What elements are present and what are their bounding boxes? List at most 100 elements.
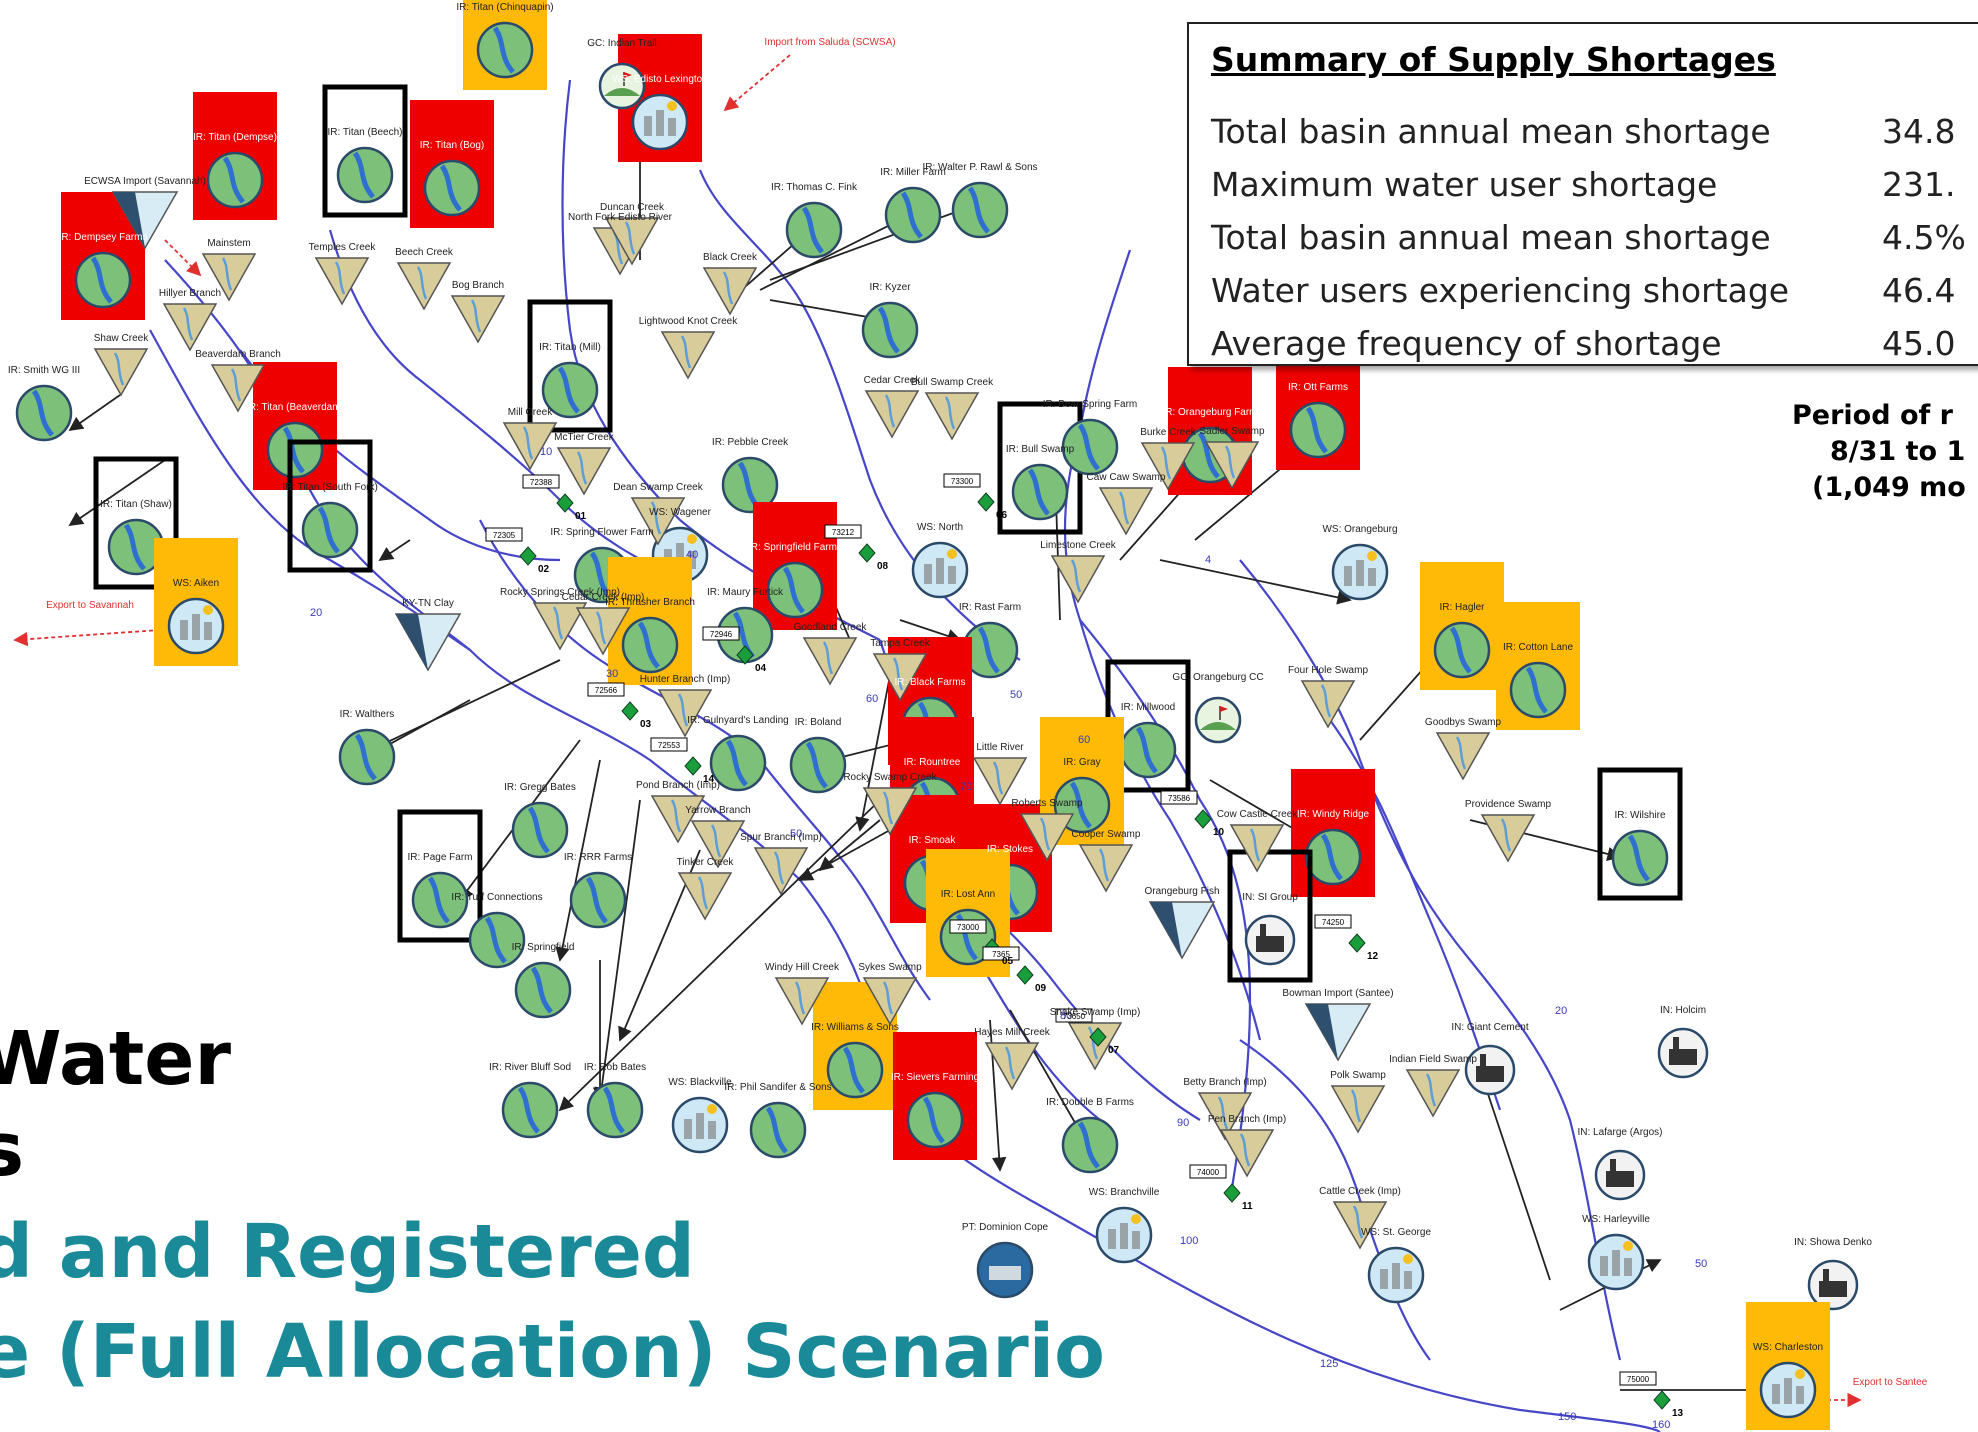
- ir-icon: [1597, 767, 1683, 901]
- river-reach: [479, 519, 761, 761]
- ir-icon: [586, 1081, 644, 1139]
- tributary-inflow-icon: [93, 348, 149, 397]
- tributary-label: Sykes Swamp: [858, 962, 922, 973]
- node-label: IR: Titan (Chinquapin): [456, 2, 553, 13]
- title-line-2: s: [0, 1107, 25, 1193]
- summary-heading: Summary of Supply Shortages: [1211, 40, 1776, 79]
- river-mile-label: 60: [866, 693, 878, 705]
- tributary-label: McTier Creek: [554, 432, 615, 443]
- gauge-number: 11: [1242, 1201, 1253, 1212]
- node-label: IR: Springfield: [512, 942, 575, 953]
- tributary-inflow-icon: [575, 607, 631, 656]
- import-icon: [394, 613, 462, 672]
- tributary-label: Goodbys Swamp: [1425, 717, 1502, 728]
- river-reach: [1239, 1039, 1431, 1361]
- tributary-label: Mainstem: [207, 238, 250, 249]
- node-label: IR: Orangeburg Farm: [1162, 407, 1257, 418]
- import-icon: [1148, 901, 1216, 960]
- node-label: WS: Branchville: [1089, 1187, 1160, 1198]
- gauge-id: 72946: [710, 630, 733, 639]
- water-use-connector: [594, 799, 641, 1102]
- node-label: IR: Smoak: [909, 835, 957, 846]
- node-label: WS: Aiken: [173, 578, 219, 589]
- river-mile-label: 100: [1180, 1235, 1198, 1247]
- tributary-label: Beech Creek: [395, 247, 454, 258]
- tributary-inflow-icon: [604, 217, 660, 266]
- node-label: IR: Turf Connections: [451, 892, 542, 903]
- gauge-number: 09: [1035, 983, 1047, 994]
- summary-value: 46.4: [1882, 271, 1956, 310]
- transfer-arrow: [723, 54, 791, 112]
- node-label: IR: Rast Farm: [959, 602, 1021, 613]
- usgs-gauge-icon: [1619, 1371, 1671, 1410]
- tributary-inflow-icon: [802, 637, 858, 686]
- tributary-label: Pond Branch (Imp): [636, 780, 720, 791]
- water-use-connector: [899, 619, 962, 643]
- node-label: IR: Bear Spring Farm: [1043, 399, 1137, 410]
- node-label: WS: Wagener: [649, 507, 712, 518]
- ir-icon: [749, 1101, 807, 1159]
- in-icon: [1227, 849, 1313, 983]
- tributary-inflow-icon: [1405, 1069, 1461, 1118]
- tributary-inflow-icon: [1219, 1129, 1275, 1178]
- node-label: IR: Stokes: [987, 844, 1033, 855]
- title-line-1: Water: [0, 1016, 231, 1102]
- tributary-label: Pen Branch (Imp): [1208, 1114, 1286, 1125]
- summary-label: Water users experiencing shortage: [1211, 271, 1790, 310]
- tributary-label: Indian Field Swamp: [1389, 1054, 1477, 1065]
- transfer-label: Export to Santee: [1853, 1377, 1928, 1388]
- ir-icon: [789, 736, 847, 794]
- summary-value: 34.8: [1882, 112, 1956, 151]
- gc-icon: [598, 62, 646, 110]
- water-use-connector: [68, 459, 166, 527]
- ir-icon: [287, 439, 373, 573]
- tributary-inflow-icon: [1435, 732, 1491, 781]
- water-use-connector: [68, 394, 121, 432]
- summary-value: 231.: [1882, 165, 1956, 204]
- tributary-inflow-icon: [630, 497, 686, 546]
- tributary-label: Cedar Creek: [864, 375, 922, 386]
- gauge-id: 74000: [1197, 1168, 1220, 1177]
- ir-icon: [861, 301, 919, 359]
- tributary-inflow-icon: [502, 422, 558, 471]
- tributary-label: Hunter Branch (Imp): [640, 674, 731, 685]
- pt-icon: [976, 1241, 1034, 1299]
- river-mile-label: 90: [1177, 1117, 1189, 1129]
- tributary-label: Limestone Creek: [1040, 540, 1117, 551]
- tributary-inflow-icon: [1197, 1092, 1253, 1141]
- gauge-number: 01: [575, 511, 587, 522]
- usgs-gauge-icon: [522, 474, 574, 513]
- tributary-label: Cooper Swamp: [1072, 829, 1141, 840]
- node-label: IR: Thrasher Branch: [605, 597, 695, 608]
- gauge-id: 7365: [992, 950, 1010, 959]
- period-line-1: Period of r: [1792, 400, 1953, 431]
- water-use-connector: [1159, 559, 1352, 605]
- ir-icon: [463, 0, 547, 90]
- title-line-3: d and Registered: [0, 1209, 695, 1295]
- ws-icon: [671, 1096, 729, 1154]
- gauge-id: 73650: [1063, 1012, 1086, 1021]
- node-label: IN: Showa Denko: [1794, 1237, 1872, 1248]
- river-reach: [164, 259, 1661, 1432]
- ir-icon: [608, 557, 692, 685]
- ir-icon: [410, 100, 494, 228]
- usgs-gauge-icon: [982, 946, 1034, 985]
- node-label: IR: Walter P. Rawl & Sons: [922, 162, 1037, 173]
- tributary-inflow-icon: [1229, 824, 1285, 873]
- tributary-inflow-icon: [1480, 814, 1536, 863]
- river-mile-label: 50: [1010, 689, 1022, 701]
- in-icon: [1657, 1027, 1709, 1079]
- gauge-number: 12: [1367, 951, 1379, 962]
- gauge-number: 06: [996, 510, 1008, 521]
- tributary-label: Beaverdam Branch: [195, 349, 281, 360]
- tributary-label: Snake Swamp (Imp): [1050, 1007, 1141, 1018]
- tributary-label: Spur Branch (Imp): [740, 832, 822, 843]
- tributary-label: Providence Swamp: [1465, 799, 1552, 810]
- gauge-number: 14: [703, 774, 715, 785]
- summary-value: 4.5%: [1882, 218, 1966, 257]
- water-use-connector: [798, 829, 891, 881]
- node-label: WS: North: [917, 522, 963, 533]
- node-label: IR: Wilshire: [1614, 810, 1666, 821]
- tributary-label: Dean Swamp Creek: [613, 482, 703, 493]
